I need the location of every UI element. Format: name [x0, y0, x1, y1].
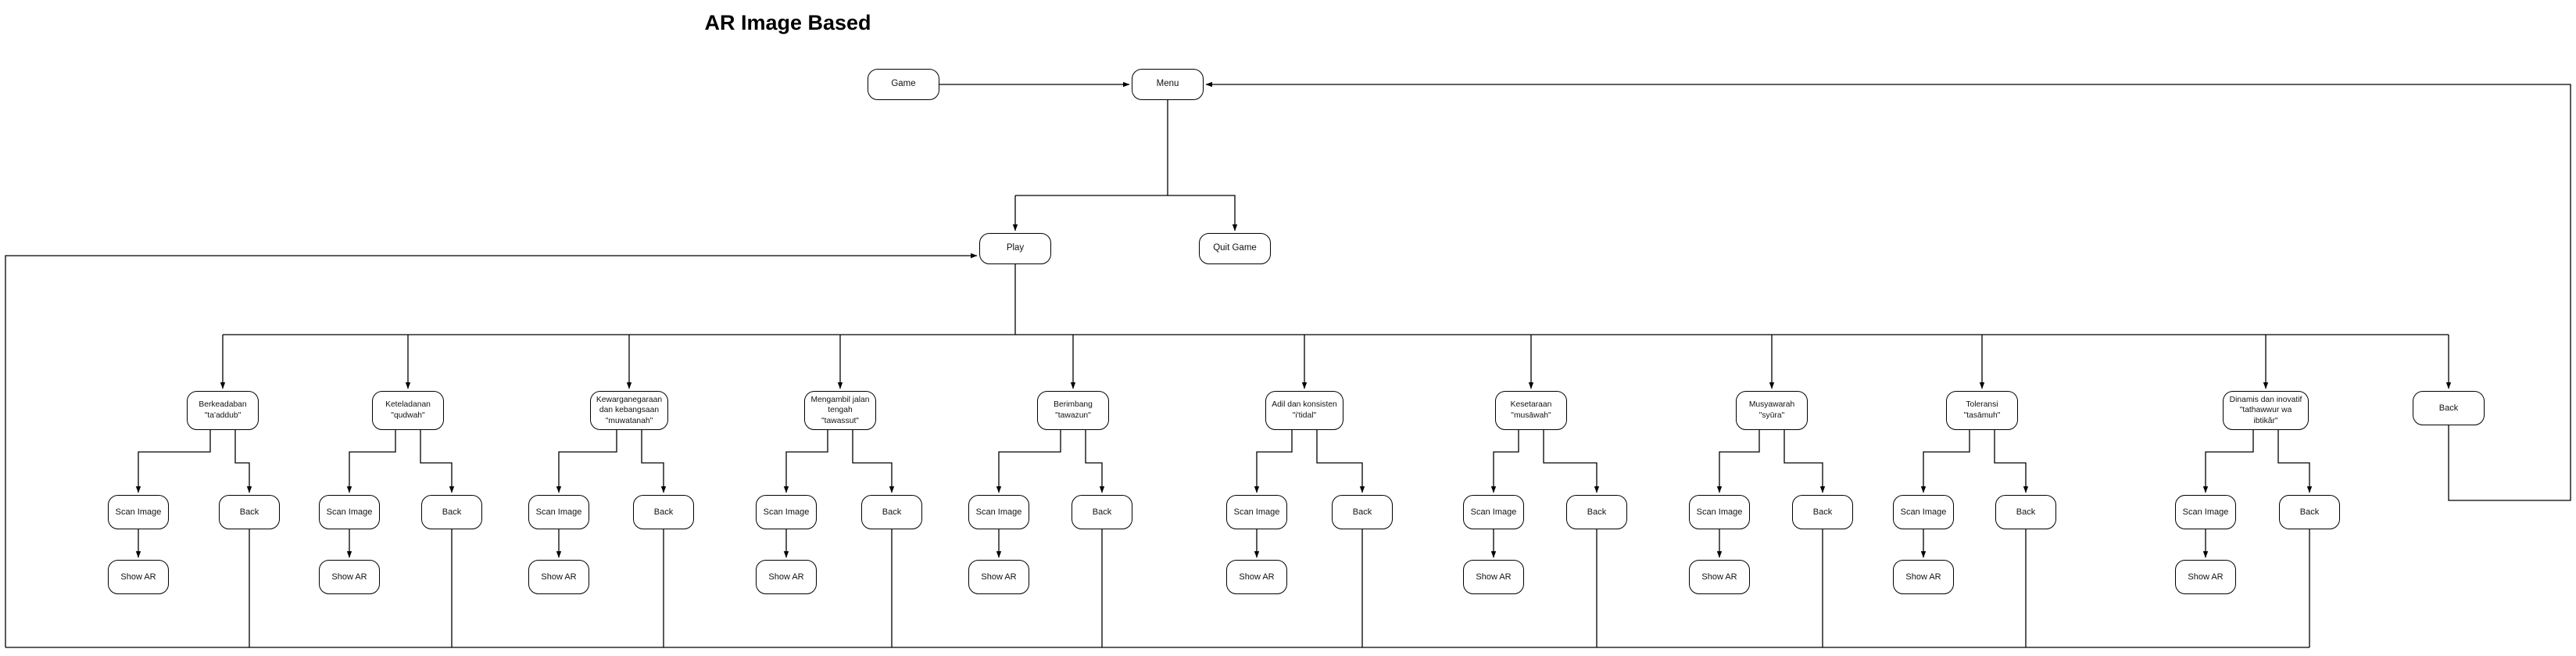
node-back[interactable]: Back: [1995, 495, 2056, 529]
node-show-ar-label: Show AR: [541, 572, 577, 582]
node-back-label: Back: [442, 507, 462, 517]
node-scan-image-label: Scan Image: [1900, 507, 1947, 517]
node-show-ar[interactable]: Show AR: [1893, 560, 1954, 594]
node-back-label: Back: [2016, 507, 2036, 517]
node-scan-image[interactable]: Scan Image: [968, 495, 1029, 529]
node-category-cat2[interactable]: Keteladanan"qudwah": [372, 391, 444, 430]
node-category-cat10-label: Dinamis dan inovatif"tathawwur wa ibtikâ…: [2229, 395, 2302, 425]
node-show-ar[interactable]: Show AR: [319, 560, 380, 594]
node-category-cat1[interactable]: Berkeadaban"ta'addub": [187, 391, 259, 430]
node-back[interactable]: Back: [1332, 495, 1393, 529]
node-category-cat9[interactable]: Toleransi"tasāmuh": [1946, 391, 2018, 430]
node-back[interactable]: Back: [1072, 495, 1132, 529]
node-show-ar[interactable]: Show AR: [2175, 560, 2236, 594]
node-scan-image-label: Scan Image: [115, 507, 162, 517]
node-quit_game-label: Quit Game: [1213, 243, 1257, 253]
node-back[interactable]: Back: [1566, 495, 1627, 529]
node-show-ar[interactable]: Show AR: [1689, 560, 1750, 594]
node-show-ar-label: Show AR: [768, 572, 804, 582]
node-category-cat2-label: Keteladanan"qudwah": [385, 400, 431, 420]
node-scan-image[interactable]: Scan Image: [756, 495, 817, 529]
node-show-ar[interactable]: Show AR: [756, 560, 817, 594]
node-back[interactable]: Back: [1792, 495, 1853, 529]
node-game-label: Game: [891, 79, 916, 89]
node-scan-image-label: Scan Image: [326, 507, 373, 517]
node-back[interactable]: Back: [219, 495, 280, 529]
node-back-label: Back: [653, 507, 674, 517]
node-show-ar-label: Show AR: [1905, 572, 1941, 582]
node-back[interactable]: Back: [861, 495, 922, 529]
node-menu-label: Menu: [1156, 79, 1179, 89]
node-scan-image-label: Scan Image: [1470, 507, 1517, 517]
node-show-ar[interactable]: Show AR: [1226, 560, 1287, 594]
node-show-ar-label: Show AR: [1701, 572, 1737, 582]
node-scan-image[interactable]: Scan Image: [1893, 495, 1954, 529]
node-category-cat8[interactable]: Musyawarah"syūra": [1736, 391, 1808, 430]
node-back-label: Back: [2299, 507, 2320, 517]
page-title: AR Image Based: [704, 11, 871, 34]
node-scan-image-label: Scan Image: [975, 507, 1022, 517]
node-back-label: Back: [1092, 507, 1112, 517]
node-scan-image[interactable]: Scan Image: [1463, 495, 1524, 529]
node-back-label: Back: [1587, 507, 1607, 517]
node-scan-image[interactable]: Scan Image: [1689, 495, 1750, 529]
node-scan-image-label: Scan Image: [1696, 507, 1743, 517]
node-category-cat7[interactable]: Kesetaraan"musāwah": [1495, 391, 1567, 430]
node-category-cat5[interactable]: Berimbang"tawazun": [1037, 391, 1109, 430]
node-play-label: Play: [1006, 243, 1025, 253]
node-category-cat1-label: Berkeadaban"ta'addub": [199, 400, 247, 420]
node-back-to-menu-label: Back: [2438, 403, 2459, 413]
node-scan-image-label: Scan Image: [763, 507, 810, 517]
node-scan-image[interactable]: Scan Image: [528, 495, 589, 529]
node-back-label: Back: [1352, 507, 1372, 517]
node-category-cat10[interactable]: Dinamis dan inovatif"tathawwur wa ibtikâ…: [2223, 391, 2309, 430]
node-game[interactable]: Game: [868, 69, 939, 100]
node-back[interactable]: Back: [2279, 495, 2340, 529]
node-show-ar-label: Show AR: [981, 572, 1017, 582]
node-scan-image[interactable]: Scan Image: [1226, 495, 1287, 529]
node-back[interactable]: Back: [633, 495, 694, 529]
node-category-cat5-label: Berimbang"tawazun": [1054, 400, 1093, 420]
node-category-cat9-label: Toleransi"tasāmuh": [1963, 400, 2001, 420]
node-show-ar[interactable]: Show AR: [1463, 560, 1524, 594]
node-quit_game[interactable]: Quit Game: [1199, 233, 1271, 264]
node-show-ar-label: Show AR: [2188, 572, 2224, 582]
node-menu[interactable]: Menu: [1132, 69, 1204, 100]
node-show-ar[interactable]: Show AR: [968, 560, 1029, 594]
node-show-ar[interactable]: Show AR: [108, 560, 169, 594]
node-scan-image-label: Scan Image: [1233, 507, 1280, 517]
node-show-ar-label: Show AR: [1476, 572, 1512, 582]
node-show-ar-label: Show AR: [120, 572, 156, 582]
node-scan-image[interactable]: Scan Image: [108, 495, 169, 529]
node-back-label: Back: [1812, 507, 1833, 517]
node-back-label: Back: [882, 507, 902, 517]
node-scan-image[interactable]: Scan Image: [2175, 495, 2236, 529]
node-show-ar-label: Show AR: [1239, 572, 1275, 582]
node-category-cat6-label: Adil dan konsisten"i'tidal": [1272, 400, 1337, 420]
node-category-cat8-label: Musyawarah"syūra": [1748, 400, 1795, 420]
node-show-ar-label: Show AR: [331, 572, 367, 582]
node-back[interactable]: Back: [421, 495, 482, 529]
node-scan-image-label: Scan Image: [535, 507, 582, 517]
node-back-to-menu[interactable]: Back: [2413, 391, 2485, 425]
node-play[interactable]: Play: [979, 233, 1051, 264]
node-scan-image[interactable]: Scan Image: [319, 495, 380, 529]
node-back-label: Back: [239, 507, 259, 517]
node-category-cat7-label: Kesetaraan"musāwah": [1510, 400, 1552, 420]
node-scan-image-label: Scan Image: [2182, 507, 2229, 517]
node-show-ar[interactable]: Show AR: [528, 560, 589, 594]
node-category-cat6[interactable]: Adil dan konsisten"i'tidal": [1265, 391, 1343, 430]
